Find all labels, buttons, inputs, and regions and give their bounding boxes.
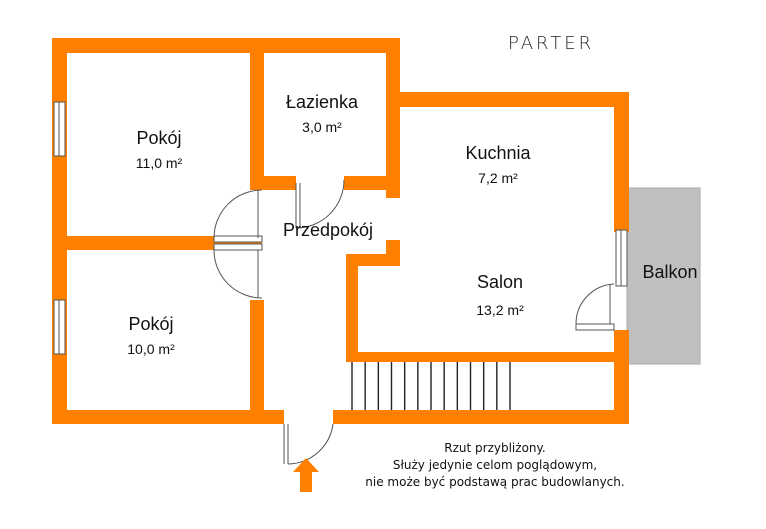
wall-bottom-left	[52, 410, 284, 424]
wall-right-upper	[614, 92, 629, 232]
wall-room-divider	[52, 236, 262, 250]
balcony-area	[626, 187, 701, 365]
room-bedroom-lower-label: Pokój 10,0 m²	[96, 314, 206, 357]
wall-bathroom-bottom-a	[250, 176, 296, 190]
room-area: 11,0 m²	[135, 155, 183, 171]
wall-corridor-left-top	[250, 38, 264, 190]
wall-bottom-right	[333, 410, 629, 424]
room-name: Łazienka	[285, 92, 359, 112]
room-name: Kuchnia	[465, 143, 531, 163]
room-area: 13,2 m²	[476, 302, 524, 318]
room-area: 7,2 m²	[478, 170, 518, 186]
room-area: 3,0 m²	[302, 119, 342, 135]
wall-bathroom-bottom-b	[344, 176, 400, 190]
walls	[52, 38, 629, 424]
wall-salon-top	[346, 254, 400, 266]
wall-top-right	[386, 92, 629, 107]
wall-bathroom-right	[386, 38, 400, 198]
room-name: Balkon	[642, 262, 698, 282]
wall-corridor-left-bottom	[250, 300, 264, 424]
room-name: Przedpokój	[282, 220, 374, 240]
disclaimer-line: Służy jedynie celom poglądowym,	[392, 458, 598, 472]
staircase	[351, 362, 511, 410]
wall-salon-bottom	[346, 352, 629, 362]
doors	[213, 179, 615, 465]
floor-title: PARTER	[508, 33, 595, 54]
disclaimer-line: nie może być podstawą prac budowlanych.	[365, 475, 625, 489]
disclaimer-line: Rzut przybliżony.	[444, 441, 546, 455]
room-balcony-label: Balkon	[632, 262, 708, 283]
wall-left	[52, 38, 67, 424]
room-name: Salon	[476, 272, 524, 292]
disclaimer-note: Rzut przybliżony. Służy jedynie celom po…	[330, 440, 660, 491]
room-kitchen-label: Kuchnia 7,2 m²	[438, 143, 558, 186]
wall-salon-left	[346, 254, 358, 360]
wall-top-left	[52, 38, 400, 53]
room-area: 10,0 m²	[127, 341, 175, 357]
room-bathroom-label: Łazienka 3,0 m²	[270, 92, 374, 135]
wall-right-lower	[614, 330, 629, 424]
room-bedroom-upper-label: Pokój 11,0 m²	[104, 128, 214, 171]
room-name: Pokój	[136, 128, 182, 148]
room-hallway-label: Przedpokój	[266, 220, 390, 241]
entrance-arrow-icon	[293, 458, 319, 492]
room-livingroom-label: Salon 13,2 m²	[440, 272, 560, 318]
room-name: Pokój	[128, 314, 174, 334]
